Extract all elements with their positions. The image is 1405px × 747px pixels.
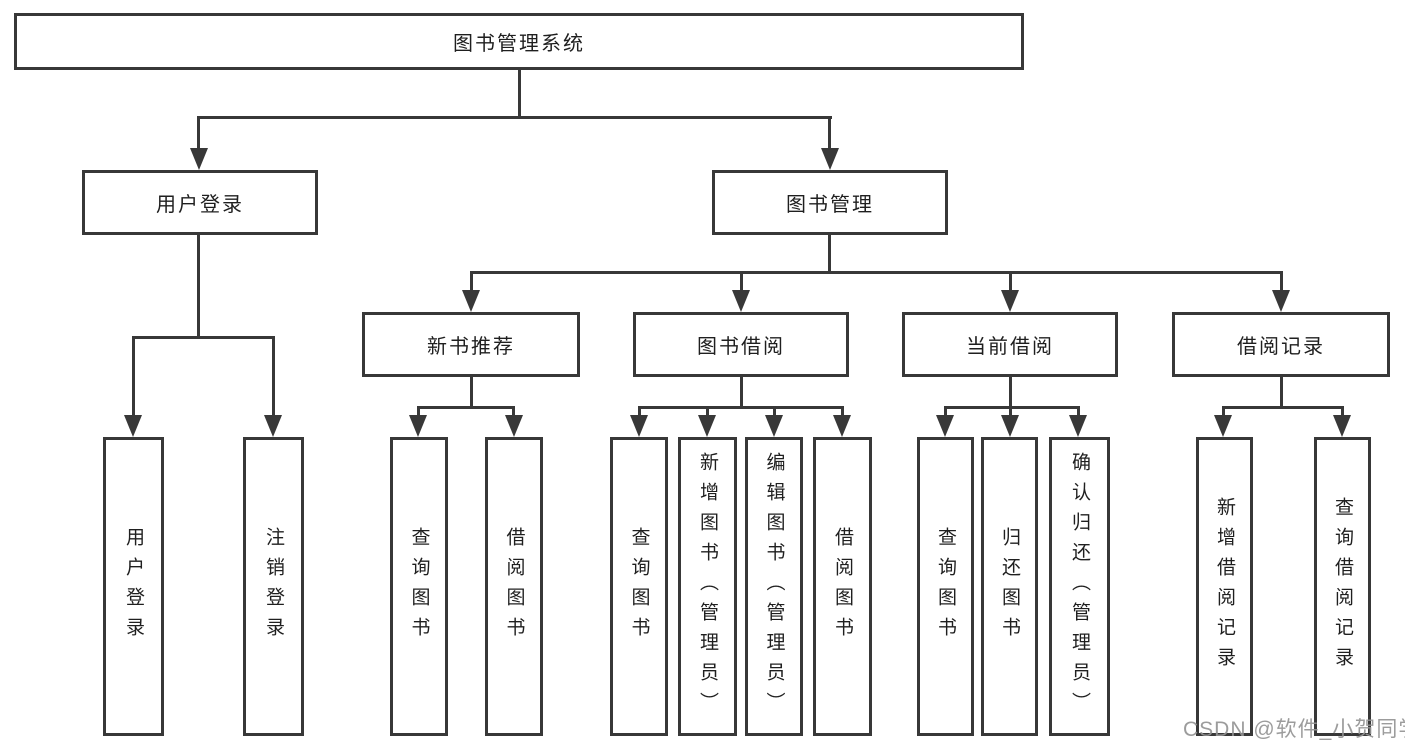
arrowhead-icon xyxy=(833,415,851,437)
leaf-label: 查询图书 xyxy=(628,526,650,647)
arrowhead-icon xyxy=(409,415,427,437)
node-label: 图书管理 xyxy=(786,194,874,216)
node-label: 借阅记录 xyxy=(1237,336,1325,358)
leaf-query-borrow-record: 查询借阅记录 xyxy=(1314,437,1371,736)
arrowhead-icon xyxy=(732,290,750,312)
arrowhead-icon xyxy=(190,148,208,170)
node-current-borrow: 当前借阅 xyxy=(902,312,1118,377)
connector-line xyxy=(638,406,844,409)
connector-line xyxy=(706,406,709,417)
leaf-add-books-admin: 新增图书（管理员） xyxy=(678,437,737,736)
connector-line xyxy=(773,406,776,417)
arrowhead-icon xyxy=(1214,415,1232,437)
connector-line xyxy=(1280,271,1283,292)
arrowhead-icon xyxy=(765,415,783,437)
leaf-label: 用户登录 xyxy=(123,526,144,647)
leaf-label: 注销登录 xyxy=(263,526,284,647)
node-label: 用户登录 xyxy=(156,194,244,216)
connector-line xyxy=(512,406,515,417)
connector-line xyxy=(828,235,831,274)
connector-line xyxy=(1009,271,1012,292)
leaf-label: 归还图书 xyxy=(999,526,1020,647)
leaf-label: 新增借阅记录 xyxy=(1214,496,1235,677)
leaf-label: 查询图书 xyxy=(935,526,956,647)
connector-line xyxy=(1077,406,1080,417)
connector-line xyxy=(828,116,831,150)
node-new-book-recommend: 新书推荐 xyxy=(362,312,580,377)
node-user-login: 用户登录 xyxy=(82,170,318,235)
csdn-watermark: CSDN @软件_小贺同学 xyxy=(1183,718,1405,741)
node-label: 当前借阅 xyxy=(966,336,1054,358)
leaf-borrow-books: 借阅图书 xyxy=(813,437,872,736)
connector-line xyxy=(470,271,1283,274)
leaf-query-books-current: 查询图书 xyxy=(917,437,974,736)
connector-line xyxy=(417,406,420,417)
leaf-label: 新增图书（管理员） xyxy=(697,451,718,722)
leaf-edit-books-admin: 编辑图书（管理员） xyxy=(745,437,803,736)
arrowhead-icon xyxy=(462,290,480,312)
connector-line xyxy=(132,336,135,416)
connector-line xyxy=(638,406,641,417)
arrowhead-icon xyxy=(264,415,282,437)
connector-line xyxy=(944,406,1080,409)
leaf-label: 借阅图书 xyxy=(503,526,525,647)
leaf-user-login: 用户登录 xyxy=(103,437,164,736)
connector-line xyxy=(132,336,275,339)
node-label: 图书借阅 xyxy=(697,336,785,358)
leaf-logout: 注销登录 xyxy=(243,437,304,736)
connector-line xyxy=(272,336,275,416)
connector-line xyxy=(197,116,832,119)
arrowhead-icon xyxy=(1333,415,1351,437)
connector-line xyxy=(740,377,743,409)
arrowhead-icon xyxy=(1272,290,1290,312)
connector-line xyxy=(470,271,473,292)
arrowhead-icon xyxy=(1001,290,1019,312)
arrowhead-icon xyxy=(821,148,839,170)
leaf-add-borrow-record: 新增借阅记录 xyxy=(1196,437,1253,736)
connector-line xyxy=(1341,406,1344,417)
connector-line xyxy=(1222,406,1344,409)
connector-line xyxy=(1280,377,1283,409)
leaf-label: 确认归还（管理员） xyxy=(1069,451,1090,722)
connector-line xyxy=(518,69,521,118)
arrowhead-icon xyxy=(936,415,954,437)
connector-line xyxy=(944,406,947,417)
node-label: 新书推荐 xyxy=(427,336,515,358)
leaf-label: 借阅图书 xyxy=(832,526,853,647)
connector-line xyxy=(470,377,473,409)
leaf-label: 查询借阅记录 xyxy=(1332,496,1353,677)
node-library-management-system: 图书管理系统 xyxy=(14,13,1024,70)
arrowhead-icon xyxy=(630,415,648,437)
leaf-confirm-return-admin: 确认归还（管理员） xyxy=(1049,437,1110,736)
connector-line xyxy=(1009,377,1012,409)
arrowhead-icon xyxy=(505,415,523,437)
connector-line xyxy=(1222,406,1225,417)
arrowhead-icon xyxy=(124,415,142,437)
connector-line xyxy=(841,406,844,417)
node-label: 图书管理系统 xyxy=(453,33,585,55)
leaf-label: 编辑图书（管理员） xyxy=(763,451,785,722)
leaf-query-books-newbook: 查询图书 xyxy=(390,437,448,736)
connector-line xyxy=(740,271,743,292)
node-borrow-record: 借阅记录 xyxy=(1172,312,1390,377)
connector-line xyxy=(1009,406,1012,417)
arrowhead-icon xyxy=(1069,415,1087,437)
connector-line xyxy=(417,406,515,409)
leaf-query-books-borrow: 查询图书 xyxy=(610,437,668,736)
connector-line xyxy=(197,235,200,338)
arrowhead-icon xyxy=(698,415,716,437)
leaf-borrow-books-newbook: 借阅图书 xyxy=(485,437,543,736)
connector-line xyxy=(197,116,200,150)
node-book-borrow: 图书借阅 xyxy=(633,312,849,377)
node-book-management: 图书管理 xyxy=(712,170,948,235)
leaf-return-books: 归还图书 xyxy=(981,437,1038,736)
leaf-label: 查询图书 xyxy=(408,526,430,647)
arrowhead-icon xyxy=(1001,415,1019,437)
